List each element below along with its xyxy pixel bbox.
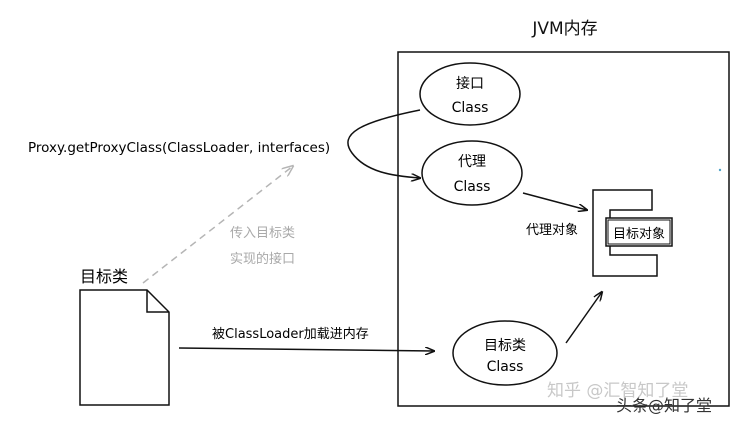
curve-arrow-interface-to-proxy (347, 109, 420, 178)
arrow-loader (178, 348, 434, 351)
target-class-memory-line2: Class (487, 359, 524, 375)
document-fold (146, 290, 169, 313)
pass-in-line2: 实现的接口 (230, 251, 295, 267)
proxy-class-line2: Class (454, 179, 491, 195)
watermark-front: 头条@知了堂 (616, 396, 712, 415)
target-object-box-inner (607, 219, 671, 245)
dashed-arrow-pass-interfaces (142, 166, 293, 284)
proxy-class-ellipse (421, 140, 523, 206)
target-object-box (605, 217, 673, 247)
target-object-label: 目标对象 (613, 227, 665, 242)
interface-class-line1: 接口 (456, 75, 484, 92)
document-icon (79, 289, 170, 406)
interface-class-ellipse (419, 62, 521, 126)
loader-arrow-label: 被ClassLoader加载进内存 (212, 326, 369, 342)
proxy-class-line1: 代理 (458, 154, 486, 170)
target-class-label: 目标类 (80, 267, 128, 286)
target-class-memory-ellipse (452, 320, 558, 386)
arrow-proxy-class-to-object (522, 192, 587, 210)
proxy-call-text: Proxy.getProxyClass(ClassLoader, interfa… (28, 140, 330, 156)
jvm-title: JVM内存 (531, 19, 597, 39)
target-class-memory-line1: 目标类 (484, 338, 526, 354)
interface-class-line2: Class (452, 100, 489, 116)
jvm-memory-box (397, 51, 730, 407)
arrow-target-class-to-object (565, 292, 602, 344)
proxy-object-label: 代理对象 (526, 223, 578, 238)
watermark-faded: 知乎 @汇智知了堂 (547, 381, 688, 401)
proxy-object-bracket (592, 189, 658, 277)
pass-in-line1: 传入目标类 (230, 226, 295, 241)
decorative-dot (718, 168, 722, 172)
